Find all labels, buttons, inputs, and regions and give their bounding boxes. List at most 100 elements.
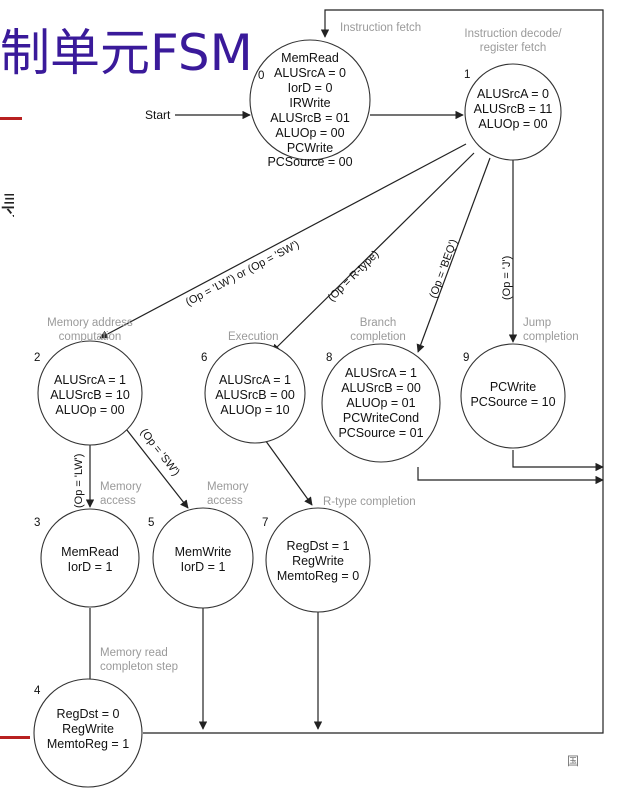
condition-label: (Op = 'LW') xyxy=(73,454,85,508)
state-0-line: PCWrite xyxy=(287,141,333,155)
footer-text-fragment: 国 xyxy=(567,754,580,768)
condition-label: (Op = 'LW') or (Op = 'SW') xyxy=(184,239,302,309)
state-1: 1 ALUSrcA = 0 ALUSrcB = 11 ALUOp = 00 xyxy=(464,63,562,161)
edge-1-to-8 xyxy=(416,157,491,353)
state-7-line: RegWrite xyxy=(292,554,344,568)
state-2-circle xyxy=(37,340,143,446)
phase-label: register fetch xyxy=(480,42,546,54)
phase-labels: Instruction fetch Instruction decode/ re… xyxy=(47,22,578,673)
state-4-line: RegDst = 0 xyxy=(57,707,120,721)
condition-label: (Op = 'BEQ') xyxy=(428,238,460,300)
title-underline xyxy=(0,117,22,120)
state-9: 9 PCWrite PCSource = 10 xyxy=(460,343,566,449)
phase-label: completion xyxy=(523,331,579,343)
state-4: 4 RegDst = 0 RegWrite MemtoReg = 1 xyxy=(33,678,143,788)
state-4-circle xyxy=(33,678,143,788)
state-5-line: IorD = 1 xyxy=(181,560,226,574)
edge-8-to-return xyxy=(417,467,604,485)
slide-title: 制单元FSM xyxy=(0,24,250,82)
state-1-number: 1 xyxy=(464,69,470,81)
start-label: Start xyxy=(145,108,171,122)
phase-label: computation xyxy=(59,331,122,343)
state-6-line: ALUSrcA = 1 xyxy=(219,373,291,387)
state-4-line: RegWrite xyxy=(62,722,114,736)
phase-label: R-type completion xyxy=(323,496,416,508)
transition-lines xyxy=(85,9,604,734)
phase-label: completon step xyxy=(100,661,178,673)
state-7-line: RegDst = 1 xyxy=(287,539,350,553)
state-0-line: ALUSrcA = 0 xyxy=(274,66,346,80)
state-5: 5 MemWrite IorD = 1 xyxy=(148,507,254,609)
phase-label: Instruction fetch xyxy=(340,22,421,34)
state-0-line: MemRead xyxy=(281,51,339,65)
state-8: 8 ALUSrcA = 1 ALUSrcB = 00 ALUOp = 01 PC… xyxy=(321,343,441,463)
edge-9-to-return xyxy=(512,450,604,472)
phase-label: Memory read xyxy=(100,647,168,659)
phase-label: completion xyxy=(350,331,406,343)
phase-label: access xyxy=(207,495,243,507)
edge-4-to-return xyxy=(143,9,604,734)
state-2-line: ALUSrcA = 1 xyxy=(54,373,126,387)
state-4-line: MemtoReg = 1 xyxy=(47,737,129,751)
state-2-number: 2 xyxy=(34,352,40,364)
state-9-line: PCSource = 10 xyxy=(470,395,555,409)
state-0-line: ALUSrcB = 01 xyxy=(270,111,350,125)
condition-label: (Op = R-type) xyxy=(326,248,382,304)
phase-label: Jump xyxy=(523,317,551,329)
edge-1-to-2 xyxy=(99,143,467,339)
phase-label: Memory xyxy=(207,481,249,493)
side-text-fragment: 寻 xyxy=(0,192,14,222)
state-9-line: PCWrite xyxy=(490,380,536,394)
phase-label: Execution xyxy=(228,331,279,343)
state-0-line: IRWrite xyxy=(289,96,330,110)
state-0: 0 MemRead ALUSrcA = 0 IorD = 0 IRWrite A… xyxy=(249,39,371,169)
state-1-line: ALUSrcB = 11 xyxy=(474,102,553,116)
state-8-circle xyxy=(321,343,441,463)
state-7-number: 7 xyxy=(262,517,268,529)
state-3-line: IorD = 1 xyxy=(68,560,113,574)
state-5-circle xyxy=(152,507,254,609)
condition-label: (Op = 'J') xyxy=(501,256,513,300)
phase-label: Memory address xyxy=(47,317,133,329)
state-6-line: ALUSrcB = 00 xyxy=(215,388,295,402)
state-6-number: 6 xyxy=(201,352,207,364)
state-0-line: IorD = 0 xyxy=(288,81,333,95)
state-2: 2 ALUSrcA = 1 ALUSrcB = 10 ALUOp = 00 xyxy=(34,340,143,446)
state-5-line: MemWrite xyxy=(175,545,232,559)
state-0-line: PCSource = 00 xyxy=(267,155,352,169)
edge-2-to-5 xyxy=(122,424,189,509)
state-7: 7 RegDst = 1 RegWrite MemtoReg = 0 xyxy=(262,507,371,613)
state-1-line: ALUOp = 00 xyxy=(478,117,547,131)
state-3-circle xyxy=(40,508,140,608)
state-8-line: ALUSrcA = 1 xyxy=(345,366,417,380)
state-4-number: 4 xyxy=(34,685,41,697)
phase-label: Instruction decode/ xyxy=(464,28,562,40)
phase-label: Memory xyxy=(100,481,142,493)
state-3-number: 3 xyxy=(34,517,40,529)
state-9-number: 9 xyxy=(463,352,469,364)
phase-label: access xyxy=(100,495,136,507)
state-9-circle xyxy=(460,343,566,449)
phase-label: Branch xyxy=(360,317,396,329)
state-2-line: ALUOp = 00 xyxy=(55,403,124,417)
state-8-line: ALUSrcB = 00 xyxy=(341,381,421,395)
state-6-circle xyxy=(204,342,306,444)
state-6: 6 ALUSrcA = 1 ALUSrcB = 00 ALUOp = 10 xyxy=(201,342,306,444)
state-0-circle xyxy=(249,39,371,161)
state-0-number: 0 xyxy=(258,70,264,82)
state-1-circle xyxy=(464,63,562,161)
state-3: 3 MemRead IorD = 1 xyxy=(34,508,140,608)
state-7-circle xyxy=(265,507,371,613)
state-1-line: ALUSrcA = 0 xyxy=(477,87,549,101)
state-8-line: PCWriteCond xyxy=(343,411,419,425)
state-6-line: ALUOp = 10 xyxy=(220,403,289,417)
state-0-line: ALUOp = 00 xyxy=(275,126,344,140)
edge-1-to-6 xyxy=(271,152,475,353)
state-3-line: MemRead xyxy=(61,545,119,559)
state-7-line: MemtoReg = 0 xyxy=(277,569,359,583)
state-8-line: PCSource = 01 xyxy=(338,426,423,440)
footer-rule xyxy=(0,736,30,739)
state-5-number: 5 xyxy=(148,517,154,529)
state-8-line: ALUOp = 01 xyxy=(346,396,415,410)
